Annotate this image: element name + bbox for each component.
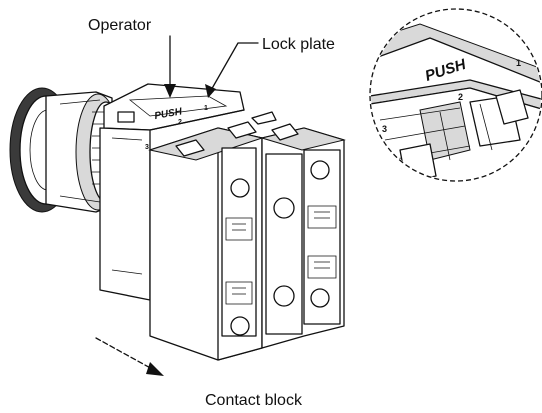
zoom-terminal-mark-1: 1: [516, 58, 521, 68]
operator-callout: Operator: [88, 17, 176, 98]
contact-block-callout: Contact block: [95, 337, 303, 409]
terminal-mark-3: 3: [145, 144, 149, 151]
terminal-mark-1: 1: [204, 105, 208, 112]
zoom-terminal-mark-2: 2: [458, 92, 463, 102]
lock-plate-label: Lock plate: [262, 36, 335, 53]
operator-label: Operator: [88, 17, 152, 34]
lock-plate-callout: Lock plate: [205, 36, 335, 98]
contact-block-illustration: [148, 111, 346, 361]
contact-block-label: Contact block: [205, 392, 303, 409]
zoom-terminal-mark-3: 3: [382, 124, 387, 134]
terminal-mark-2: 2: [178, 119, 182, 126]
push-mark-main: PUSH: [154, 106, 184, 122]
zoom-detail: PUSH 3 2 1: [369, 8, 542, 182]
